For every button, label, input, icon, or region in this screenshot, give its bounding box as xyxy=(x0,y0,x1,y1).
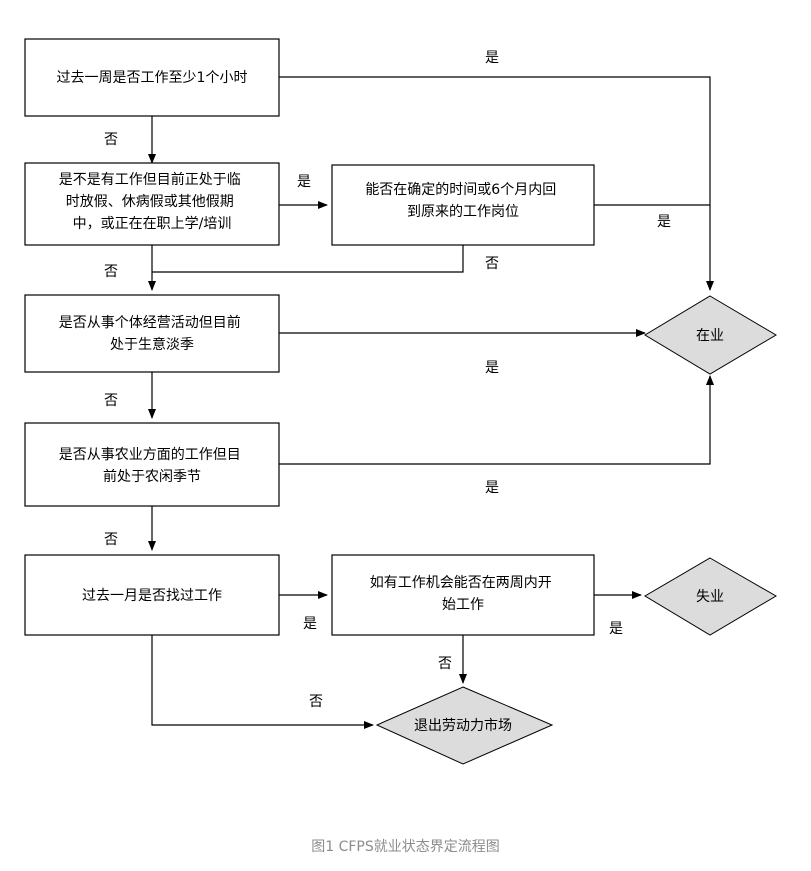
edge-label-e12: 是 xyxy=(609,621,623,637)
box-self-employed-offseason: 是否从事个体经营活动但目前 处于生意淡季 xyxy=(24,294,280,373)
edge-label-e11: 是 xyxy=(303,616,317,632)
diamond-unemployed: 失业 xyxy=(644,557,777,636)
edge-q3-no-to-q4 xyxy=(152,245,464,273)
edge-label-e13: 否 xyxy=(438,656,452,672)
box-start-within-two-weeks: 如有工作机会能否在两周内开 始工作 xyxy=(331,554,595,636)
edge-label-e10: 否 xyxy=(104,532,118,548)
svg-text:在业: 在业 xyxy=(696,328,724,344)
svg-text:是不是有工作但目前正处于临 时放假、休病假或其他: 是不是有工作但目前正处于临 时放假、休病假或其他假期 中，或正在在职上学/培训 xyxy=(59,171,245,232)
edge-label-e2: 否 xyxy=(104,132,118,148)
svg-text:退出劳动力市场: 退出劳动力市场 xyxy=(414,717,512,734)
svg-text:是否从事个体经营活动但目前 处于生意淡季: 是否从事个体经营活动但目前 处于生意淡季 xyxy=(59,314,245,353)
diamond-employed: 在业 xyxy=(644,295,777,375)
edge-label-e4: 是 xyxy=(657,214,671,230)
diamond-out-of-labor-force: 退出劳动力市场 xyxy=(375,686,554,765)
svg-text:过去一月是否找过工作: 过去一月是否找过工作 xyxy=(82,588,222,604)
edge-label-e1: 是 xyxy=(485,50,499,66)
edge-q1-yes-to-employed xyxy=(279,76,714,291)
figure-caption: 图1 CFPS就业状态界定流程图 xyxy=(311,839,500,855)
svg-text:如有工作机会能否在两周内开 始工作: 如有工作机会能否在两周内开 始工作 xyxy=(370,575,556,613)
box-farm-offseason: 是否从事农业方面的工作但目 前处于农闲季节 xyxy=(24,422,280,507)
edge-label-e3: 是 xyxy=(297,174,311,190)
edge-label-e9: 是 xyxy=(485,480,499,496)
edge-label-e14: 否 xyxy=(309,694,323,710)
svg-text:能否在确定的时间或6个月内回 到原来的工作岗位: 能否在确定的时间或6个月内回 到原来的工作岗位 xyxy=(365,182,560,220)
edge-label-e6: 否 xyxy=(485,256,499,272)
edge-label-e5: 否 xyxy=(104,264,118,280)
box-worked-last-week: 过去一周是否工作至少1个小时 xyxy=(24,38,280,117)
box-job-search-last-month: 过去一月是否找过工作 xyxy=(24,554,280,636)
flowchart: 过去一周是否工作至少1个小时 是不是有工作但目前正处于临 时放假、休病假或其他假… xyxy=(24,38,777,765)
edge-q6-no-to-out xyxy=(151,635,374,729)
svg-text:过去一周是否工作至少1个小时: 过去一周是否工作至少1个小时 xyxy=(57,70,248,86)
box-return-within-6-months: 能否在确定的时间或6个月内回 到原来的工作岗位 xyxy=(331,164,595,246)
edge-label-e7: 是 xyxy=(485,360,499,376)
svg-text:失业: 失业 xyxy=(696,589,724,605)
box-temporary-absence: 是不是有工作但目前正处于临 时放假、休病假或其他假期 中，或正在在职上学/培训 xyxy=(24,162,280,246)
edge-label-e8: 否 xyxy=(104,393,118,409)
edge-q5-yes-to-employed xyxy=(279,375,714,465)
svg-text:是否从事农业方面的工作但目 前处于农闲季节: 是否从事农业方面的工作但目 前处于农闲季节 xyxy=(59,447,245,485)
